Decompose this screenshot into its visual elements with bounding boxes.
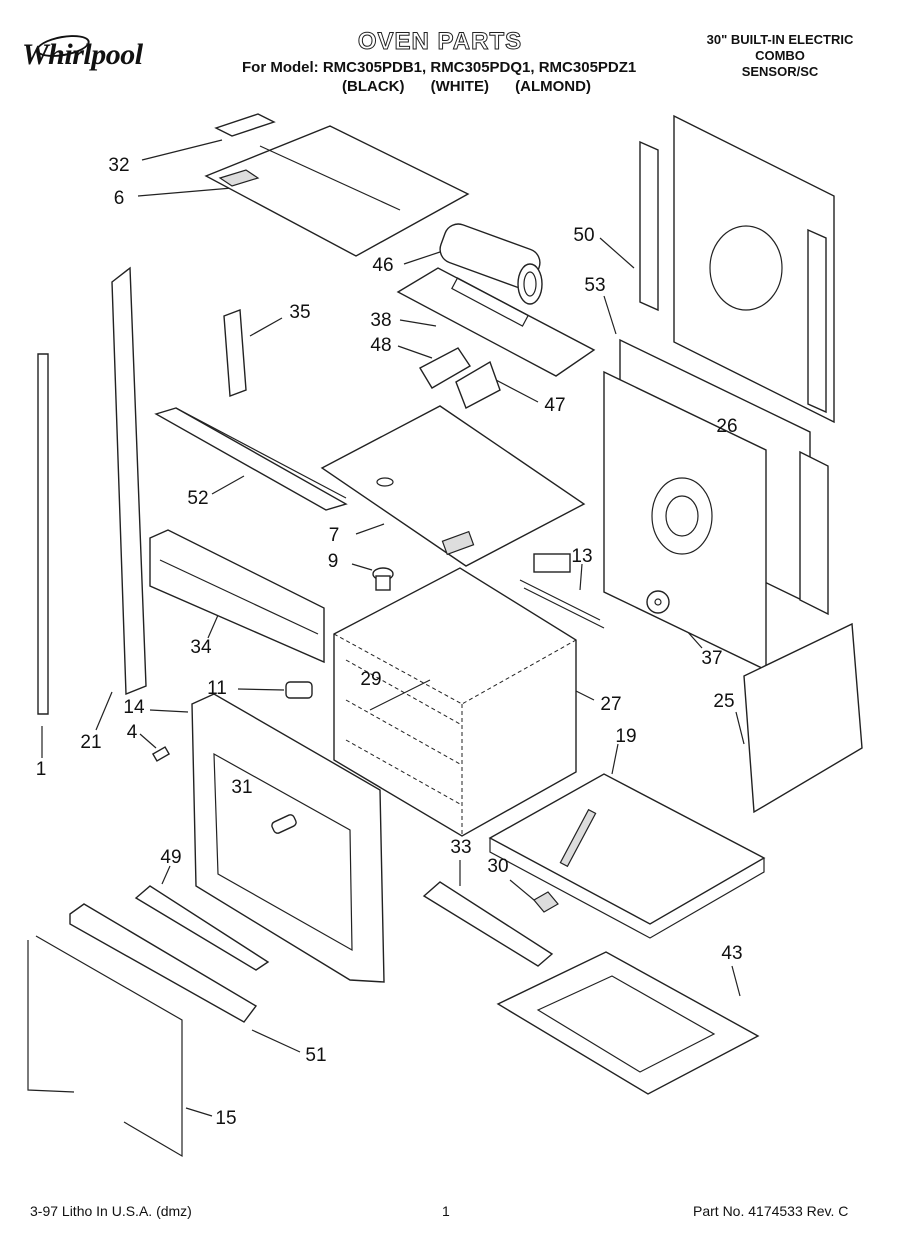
callout-29: 29 xyxy=(360,669,382,690)
callout-47: 47 xyxy=(544,395,566,416)
callout-34: 34 xyxy=(190,637,212,658)
callout-38: 38 xyxy=(370,310,392,331)
part-trim-strips xyxy=(69,881,554,1023)
part-top-trim xyxy=(154,407,348,511)
part-screw xyxy=(151,746,171,762)
color-black: (BLACK) xyxy=(342,78,405,95)
part-air-ducts xyxy=(419,347,501,409)
callout-37: 37 xyxy=(701,648,723,669)
part-fan-mount-plate xyxy=(396,267,596,377)
callout-51: 51 xyxy=(305,1045,327,1066)
part-front-frame xyxy=(191,693,385,983)
part-vent-grille xyxy=(149,529,325,664)
part-bottom-tray xyxy=(496,951,760,1095)
part-bracket-35 xyxy=(223,309,247,397)
part-side-trims xyxy=(37,266,147,715)
callout-33: 33 xyxy=(450,837,472,858)
callout-49: 49 xyxy=(160,847,182,868)
callout-30: 30 xyxy=(487,856,509,877)
callout-50: 50 xyxy=(573,225,595,246)
part-top-shield xyxy=(320,405,586,567)
leader-lines xyxy=(41,139,745,1117)
color-white: (WHITE) xyxy=(430,78,489,95)
footer-page-number: 1 xyxy=(442,1203,450,1219)
callout-4: 4 xyxy=(126,722,138,743)
subtitle-line-1: 30" BUILT-IN ELECTRIC xyxy=(706,32,854,47)
part-convection-fan xyxy=(646,590,670,614)
callout-14: 14 xyxy=(123,697,145,718)
callout-11: 11 xyxy=(207,678,227,699)
callout-25: 25 xyxy=(713,691,735,712)
part-knob xyxy=(271,814,297,834)
callout-1: 1 xyxy=(35,759,47,780)
callout-48: 48 xyxy=(370,335,392,356)
callout-46: 46 xyxy=(372,255,394,276)
callout-52: 52 xyxy=(187,488,209,509)
part-cooling-fan xyxy=(439,223,543,305)
footer-part-number: Part No. 4174533 Rev. C xyxy=(693,1203,849,1219)
callout-27: 27 xyxy=(600,694,622,715)
subtitle-line-2: COMBO xyxy=(755,48,805,63)
callout-35: 35 xyxy=(289,302,311,323)
callout-26: 26 xyxy=(716,416,738,437)
part-rear-panel xyxy=(639,114,835,424)
callout-6: 6 xyxy=(113,188,125,209)
footer-print-info: 3-97 Litho In U.S.A. (dmz) xyxy=(30,1203,192,1219)
color-almond: (ALMOND) xyxy=(515,78,591,95)
callout-13: 13 xyxy=(571,546,593,567)
callout-32: 32 xyxy=(108,155,130,176)
part-side-panel xyxy=(743,622,863,814)
part-switch xyxy=(372,567,394,591)
callout-9: 9 xyxy=(327,551,339,572)
part-probe-rod xyxy=(369,679,431,711)
callout-43: 43 xyxy=(721,943,743,964)
part-oven-cavity xyxy=(333,567,577,837)
callout-19: 19 xyxy=(615,726,637,747)
callout-21: 21 xyxy=(80,732,102,753)
callout-31: 31 xyxy=(231,777,253,798)
part-clip xyxy=(533,891,559,913)
page-title: OVEN PARTS xyxy=(357,28,523,56)
callout-7: 7 xyxy=(328,525,340,546)
part-cavity-back xyxy=(603,338,829,672)
part-lamp-socket xyxy=(285,681,313,699)
brand-logo: Whirlpool xyxy=(22,38,143,71)
part-bottom-panel xyxy=(488,773,766,939)
subtitle-line-3: SENSOR/SC xyxy=(741,64,819,79)
product-description: 30" BUILT-IN ELECTRIC COMBO SENSOR/SC xyxy=(690,32,870,80)
part-door-seal xyxy=(27,935,183,1158)
color-list: (BLACK) (WHITE) (ALMOND) xyxy=(342,78,613,95)
part-heating-element xyxy=(519,553,605,629)
callout-53: 53 xyxy=(584,275,606,296)
part-top-panel xyxy=(204,113,470,257)
model-list: For Model: RMC305PDB1, RMC305PDQ1, RMC30… xyxy=(242,59,637,76)
callout-15: 15 xyxy=(215,1108,237,1129)
